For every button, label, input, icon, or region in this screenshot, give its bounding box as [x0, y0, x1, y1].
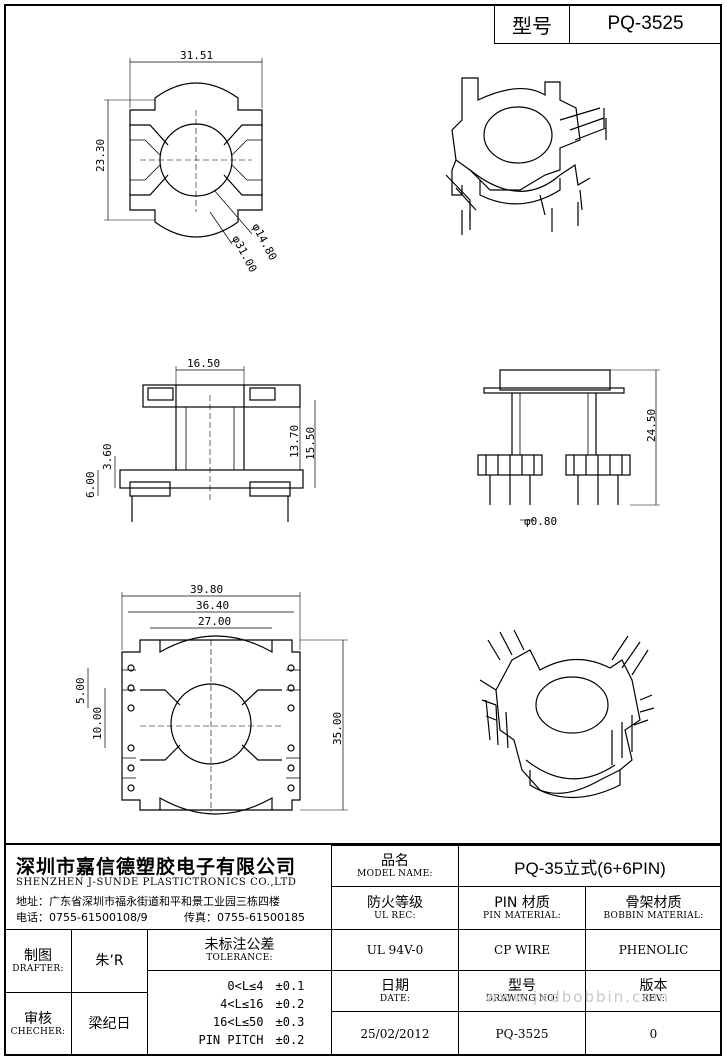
dim-top-width: 31.51 [180, 49, 213, 62]
bobbin-zh: 骨架材质 [625, 894, 682, 911]
model-name-en: MODEL NAME: [357, 868, 433, 879]
isometric-view-bottom [479, 629, 655, 799]
bobbin-material-value: PHENOLIC [585, 929, 722, 971]
tolerance-en: TOLERANCE: [206, 952, 273, 963]
tolerance-value: ±0.2 [275, 1033, 305, 1047]
model-name-value: PQ-35立式(6+6PIN) [458, 845, 722, 887]
dim-side-width: 16.50 [187, 357, 220, 370]
checker-label: 审核 CHECHER: [4, 992, 72, 1056]
pin-zh: PIN 材质 [494, 894, 550, 911]
date-zh: 日期 [381, 977, 409, 994]
drafter-en: DRAFTER: [12, 963, 64, 974]
tolerance-range: 16<L≤50 [212, 1015, 264, 1029]
drawing-no-value: PQ-3525 [458, 1011, 586, 1056]
ul-label: 防火等级 UL REC: [331, 886, 459, 930]
dim-pin-dia: φ0.80 [524, 515, 557, 528]
date-label: 日期 DATE: [331, 970, 459, 1012]
drawing-zh: 型号 [508, 977, 536, 994]
bottom-view [87, 592, 348, 815]
type-label: 型号 [494, 4, 570, 44]
tolerance-table: 0<L≤4 ±0.1 4<L≤16 ±0.2 16<L≤50 ±0.3 PIN … [147, 970, 332, 1056]
front-view [477, 369, 660, 521]
tolerance-range: 0<L≤4 [227, 979, 264, 993]
dim-side-outer-height: 15.50 [304, 427, 317, 460]
company-name-en: SHENZHEN J-SUNDE PLASTICTRONICS CO.,LTD [16, 877, 297, 888]
tolerance-zh: 未标注公差 [204, 936, 275, 953]
dim-side-inner-height: 13.70 [288, 425, 301, 458]
tolerance-value: ±0.3 [275, 1015, 305, 1029]
ul-value: UL 94V-0 [331, 929, 459, 971]
dim-bottom-inner-width: 27.00 [198, 615, 231, 628]
checker-en: CHECHER: [10, 1026, 66, 1037]
tolerance-range: PIN PITCH [198, 1033, 264, 1047]
pin-en: PIN MATERIAL: [483, 910, 561, 921]
tolerance-label: 未标注公差 TOLERANCE: [147, 929, 332, 971]
tolerance-range: 4<L≤16 [220, 997, 264, 1011]
technical-drawing: 31.51 23.30 φ14.80 φ31.00 16.50 3.60 6.0… [74, 49, 660, 815]
top-view [104, 58, 263, 245]
drafter-value: 朱’R [71, 929, 148, 993]
watermark: www.jxdbobbin.com [485, 988, 670, 1006]
tolerance-row: 16<L≤50 ±0.3 [160, 1015, 320, 1029]
bobbin-en: BOBBIN MATERIAL: [603, 910, 704, 921]
isometric-view-top [445, 77, 607, 235]
company-fax: 传真：0755-61500185 [184, 911, 305, 924]
tolerance-row: 0<L≤4 ±0.1 [160, 979, 320, 993]
type-value: PQ-3525 [569, 4, 722, 44]
dim-bottom-width: 39.80 [190, 583, 223, 596]
rev-zh: 版本 [639, 977, 668, 994]
ul-en: UL REC: [374, 910, 416, 921]
dim-bottom-pin-span: 36.40 [196, 599, 229, 612]
checker-value: 梁纪日 [71, 992, 148, 1056]
drawing-en: DRAWING NO: [485, 993, 559, 1004]
drafter-zh: 制图 [24, 947, 52, 964]
drafter-label: 制图 DRAFTER: [4, 929, 72, 993]
ul-zh: 防火等级 [367, 894, 423, 911]
side-view [97, 366, 316, 522]
dim-side-base: 6.00 [84, 472, 97, 499]
dim-front-height: 24.50 [645, 409, 658, 442]
checker-zh: 审核 [24, 1010, 52, 1027]
dim-bottom-gap: 10.00 [91, 707, 104, 740]
dim-bottom-pitch: 5.00 [74, 678, 87, 705]
bobbin-material-label: 骨架材质 BOBBIN MATERIAL: [585, 886, 722, 930]
title-block-divider [4, 843, 722, 845]
pin-material-label: PIN 材质 PIN MATERIAL: [458, 886, 586, 930]
pin-material-value: CP WIRE [458, 929, 586, 971]
date-en: DATE: [379, 993, 411, 1004]
model-name-label: 品名 MODEL NAME: [331, 845, 459, 887]
model-name-zh: 品名 [381, 852, 409, 869]
company-address: 地址：广东省深圳市福永街道和平和景工业园三栋四楼 [16, 895, 280, 908]
company-block: 深圳市嘉信德塑胶电子有限公司 SHENZHEN J-SUNDE PLASTICT… [6, 846, 332, 928]
date-value: 25/02/2012 [331, 1011, 459, 1056]
dim-top-height: 23.30 [94, 139, 107, 172]
company-name-zh: 深圳市嘉信德塑胶电子有限公司 [16, 856, 297, 878]
tolerance-value: ±0.2 [275, 997, 305, 1011]
rev-en: REV: [641, 993, 666, 1004]
tolerance-row: PIN PITCH ±0.2 [160, 1033, 320, 1047]
dim-top-outer-dia: φ31.00 [229, 233, 259, 274]
dim-bottom-height: 35.00 [331, 712, 344, 745]
tolerance-value: ±0.1 [275, 979, 305, 993]
rev-value: 0 [585, 1011, 722, 1056]
company-phone: 电话：0755-61500108/9 [16, 911, 148, 924]
tolerance-row: 4<L≤16 ±0.2 [160, 997, 320, 1011]
dim-side-flange: 3.60 [101, 444, 114, 471]
